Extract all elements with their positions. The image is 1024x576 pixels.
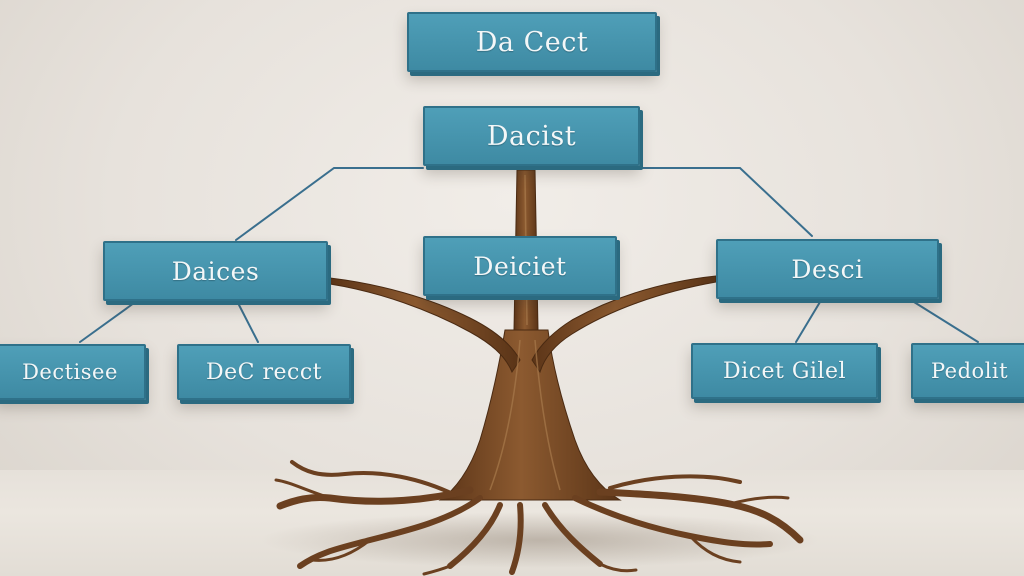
node-left-right-label: DeC recct <box>205 359 322 385</box>
branch-right <box>531 275 717 374</box>
connector-left-leftleft <box>79 302 135 343</box>
connector-sub-right <box>639 167 813 237</box>
node-right-right-label: Pedolit <box>931 359 1009 383</box>
root-12 <box>422 564 452 576</box>
node-right-left-label: Dicet Gilel <box>722 358 847 384</box>
root-15 <box>728 495 790 506</box>
node-center-label: Deiciet <box>473 251 567 281</box>
root-13 <box>598 562 638 573</box>
root-3 <box>447 502 503 569</box>
root-10 <box>310 538 372 562</box>
root-11 <box>688 534 742 564</box>
node-root-label: Da Cect <box>475 26 589 58</box>
node-left-label: Daices <box>171 256 260 286</box>
node-sub[interactable]: Dacist <box>423 106 640 166</box>
node-root[interactable]: Da Cect <box>407 12 657 72</box>
node-center[interactable]: Deiciet <box>423 236 617 296</box>
bark-highlight-2 <box>489 339 521 491</box>
node-right-label: Desci <box>791 254 864 284</box>
connector-sub-left <box>235 167 424 241</box>
root-6 <box>572 495 773 548</box>
root-4 <box>509 502 524 575</box>
root-8 <box>290 460 457 497</box>
root-9 <box>608 474 742 490</box>
bark-highlight-3 <box>534 339 561 491</box>
connector-right-rightright <box>913 301 979 343</box>
tree-shadow <box>260 512 820 568</box>
root-5 <box>542 502 603 567</box>
root-1 <box>276 486 474 510</box>
connector-left-leftright <box>237 302 259 343</box>
node-sub-label: Dacist <box>486 120 577 152</box>
node-right-left[interactable]: Dicet Gilel <box>691 343 878 399</box>
node-left-right[interactable]: DeC recct <box>177 344 351 400</box>
node-right[interactable]: Desci <box>716 239 939 299</box>
node-left[interactable]: Daices <box>103 241 328 301</box>
root-14 <box>274 478 332 500</box>
branch-left <box>329 277 521 374</box>
trunk-main <box>438 329 622 501</box>
node-right-right[interactable]: Pedolit <box>911 343 1024 399</box>
node-left-left-label: Dectisee <box>22 360 118 384</box>
node-left-left[interactable]: Dectisee <box>0 344 146 400</box>
connector-right-rightleft <box>795 301 821 343</box>
